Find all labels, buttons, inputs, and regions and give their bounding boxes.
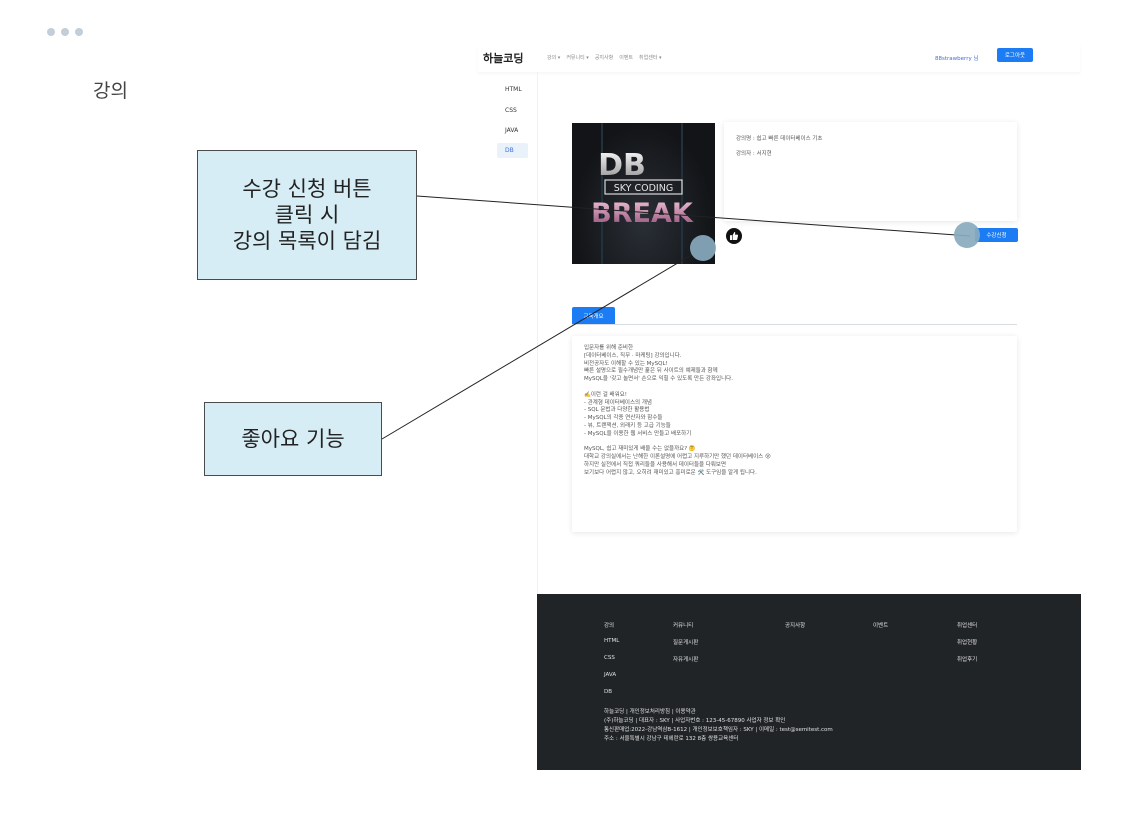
desc-line: - MySQL의 각종 연산자와 함수들 bbox=[584, 415, 663, 422]
course-instructor: 강의자 : 서지현 bbox=[736, 151, 772, 157]
nav-item-event[interactable]: 이벤트 bbox=[619, 55, 634, 61]
enroll-marker bbox=[954, 222, 980, 248]
course-info-card: 강의명 : 쉽고 빠른 데이터베이스 기초 강의자 : 서지현 bbox=[724, 122, 1017, 221]
footer-link-event[interactable]: 이벤트 bbox=[873, 623, 889, 629]
sidebar-item-db[interactable]: DB bbox=[497, 143, 528, 158]
footer-link-db[interactable]: DB bbox=[604, 689, 613, 695]
footer-link-career-reviews[interactable]: 취업후기 bbox=[957, 657, 978, 663]
desc-line: ✍️이런 걸 배워요! bbox=[584, 391, 627, 398]
callout-line: 클릭 시 bbox=[274, 203, 340, 227]
sidebar-divider bbox=[537, 72, 538, 594]
footer-legal-links[interactable]: 하늘코딩 | 개인정보처리방침 | 이용약관 bbox=[604, 709, 696, 715]
thumbnail-title: DB bbox=[598, 148, 646, 183]
desc-line: MySQL을 '갖고 놀면서' 손으로 익힐 수 있도록 만든 강좌입니다. bbox=[584, 376, 733, 383]
callout-line: 좋아요 기능 bbox=[241, 427, 345, 451]
dot bbox=[61, 28, 69, 36]
footer-address: 주소 : 서울특별시 강남구 테헤란로 132 8층 쌍용교육센터 bbox=[604, 736, 739, 742]
desc-line: - MySQL을 이용한 웹 서비스 만들고 배포하기 bbox=[584, 430, 692, 437]
sidebar-item-css[interactable]: CSS bbox=[505, 107, 517, 114]
dot bbox=[75, 28, 83, 36]
sidebar-item-label: DB bbox=[505, 147, 514, 154]
footer-company-info: (주)하늘코딩 | 대표자 : SKY | 사업자번호 : 123-45-678… bbox=[604, 718, 786, 724]
enroll-button[interactable]: 수강신청 bbox=[975, 228, 1018, 242]
callout-line: 수강 신청 버튼 bbox=[242, 177, 372, 201]
nav-menu: 강의 ▾ 커뮤니티 ▾ 공지사항 이벤트 취업센터 ▾ bbox=[547, 54, 662, 61]
desc-line: 입문자를 위해 준비한 bbox=[584, 345, 634, 351]
callout-line: 강의 목록이 담김 bbox=[232, 229, 382, 253]
window-dots bbox=[47, 28, 83, 36]
footer-link-community[interactable]: 커뮤니티 bbox=[673, 623, 694, 629]
footer-link-career-status[interactable]: 취업현황 bbox=[957, 640, 978, 646]
footer-link-java[interactable]: JAVA bbox=[604, 672, 617, 678]
user-name[interactable]: 88strawberry 님 bbox=[935, 56, 979, 62]
footer-link-html[interactable]: HTML bbox=[604, 638, 620, 644]
nav-item-lecture[interactable]: 강의 ▾ bbox=[547, 55, 561, 61]
tab-intro[interactable]: 교육개요 bbox=[572, 307, 615, 324]
thumbs-up-icon[interactable] bbox=[726, 228, 742, 244]
like-callout: 좋아요 기능 bbox=[204, 402, 382, 476]
enroll-callout: 수강 신청 버튼 클릭 시 강의 목록이 담김 bbox=[197, 150, 417, 280]
footer-registration: 통신판매업:2022-강남역삼B-1612 | 개인정보보호책임자 : SKY … bbox=[604, 727, 833, 733]
footer-link-lecture[interactable]: 강의 bbox=[604, 623, 615, 629]
footer-link-qna[interactable]: 질문게시판 bbox=[673, 640, 699, 646]
like-marker bbox=[690, 235, 716, 261]
sidebar-item-html[interactable]: HTML bbox=[505, 86, 522, 93]
top-navbar: 하늘코딩 강의 ▾ 커뮤니티 ▾ 공지사항 이벤트 취업센터 ▾ 88straw… bbox=[478, 44, 1080, 72]
nav-item-career[interactable]: 취업센터 ▾ bbox=[639, 55, 662, 61]
desc-line: MySQL, 쉽고 재미있게 배울 수는 없을까요? 🤔 bbox=[584, 446, 696, 453]
site-footer: 강의 HTML CSS JAVA DB 커뮤니티 질문게시판 자유게시판 공지사… bbox=[537, 594, 1081, 770]
desc-line: 대학교 강의실에서는 난해한 이론설명에 어렵고 지루하기만 했던 데이터베이스… bbox=[584, 454, 771, 461]
desc-line: 하지만 실전에서 직접 쿼리들을 사용해서 데이터들을 다뤄보면 bbox=[584, 461, 727, 468]
course-name: 강의명 : 쉽고 빠른 데이터베이스 기초 bbox=[736, 136, 823, 142]
footer-link-notice[interactable]: 공지사항 bbox=[785, 623, 806, 629]
thumbnail-word: BREAK bbox=[591, 198, 694, 229]
sidebar-item-java[interactable]: JAVA bbox=[505, 127, 519, 134]
footer-link-career[interactable]: 취업센터 bbox=[957, 623, 978, 629]
logout-button[interactable]: 로그아웃 bbox=[997, 48, 1033, 62]
desc-line bbox=[584, 384, 1005, 392]
desc-line: [데이터베이스, 직무 · 마케팅] 강의입니다. bbox=[584, 352, 682, 359]
thumbnail-subtitle: SKY CODING bbox=[614, 183, 673, 194]
dot bbox=[47, 28, 55, 36]
nav-item-community[interactable]: 커뮤니티 ▾ bbox=[566, 55, 589, 61]
desc-line: 보기보다 어렵지 않고, 오히려 재미있고 흥미로운 🛠️ 도구임을 알게 됩니… bbox=[584, 469, 757, 476]
nav-item-notice[interactable]: 공지사항 bbox=[594, 55, 614, 61]
brand-logo[interactable]: 하늘코딩 bbox=[483, 52, 524, 65]
footer-legal: 하늘코딩 | 개인정보처리방침 | 이용약관 (주)하늘코딩 | 대표자 : S… bbox=[604, 708, 833, 744]
course-description: 입문자를 위해 준비한 [데이터베이스, 직무 · 마케팅] 강의입니다. 비전… bbox=[572, 336, 1017, 532]
thumbs-up-glyph bbox=[730, 231, 739, 240]
footer-link-free-board[interactable]: 자유게시판 bbox=[673, 657, 699, 663]
desc-line: - 뷰, 트랜잭션, 외래키 등 고급 기능들 bbox=[584, 422, 671, 429]
slide-title: 강의 bbox=[93, 80, 128, 102]
desc-line: - SQL 문법과 다양한 활용법 bbox=[584, 407, 650, 414]
tab-divider bbox=[572, 324, 1017, 325]
footer-link-css[interactable]: CSS bbox=[604, 655, 615, 661]
